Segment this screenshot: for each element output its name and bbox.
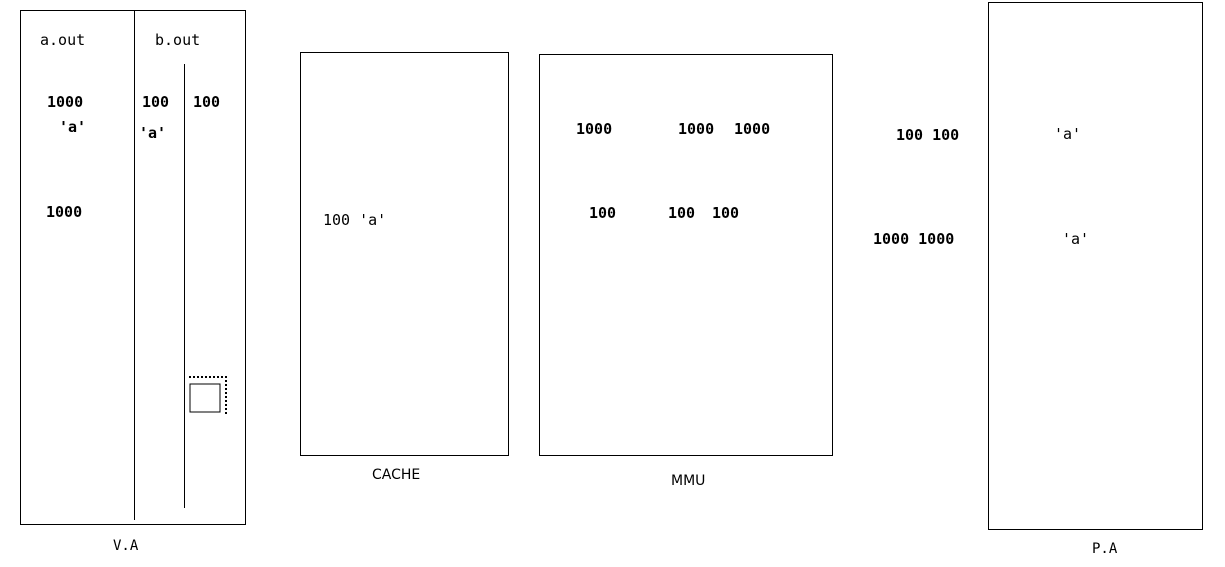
- mmu-row2-right-b: 100: [712, 204, 740, 222]
- dotted-selection-icon: [189, 376, 227, 415]
- b-out-addr-right: 100: [193, 93, 221, 111]
- pa-box: [988, 2, 1203, 530]
- b-out-header: b.out: [155, 31, 201, 49]
- mmu-row1-right-a: 1000: [678, 120, 715, 138]
- b-out-divider: [184, 64, 185, 508]
- cache-entry: 100 'a': [323, 211, 387, 229]
- pa-label-1: 100 100: [896, 126, 960, 144]
- pa-val-1: 'a': [1054, 125, 1082, 143]
- a-out-header: a.out: [40, 31, 86, 49]
- a-out-val-1: 'a': [59, 118, 87, 136]
- va-box: [20, 10, 246, 525]
- b-out-val-left: 'a': [139, 124, 167, 142]
- pa-caption: P.A: [1092, 541, 1118, 557]
- mmu-box: [539, 54, 833, 456]
- mmu-row1-left: 1000: [576, 120, 613, 138]
- a-out-addr-2: 1000: [46, 203, 83, 221]
- mmu-row1-right-b: 1000: [734, 120, 771, 138]
- va-divider: [134, 10, 135, 520]
- cache-caption: CACHE: [372, 467, 421, 483]
- pa-label-2: 1000 1000: [873, 230, 955, 248]
- va-caption: V.A: [113, 538, 139, 554]
- pa-val-2: 'a': [1062, 230, 1090, 248]
- mmu-row2-right-a: 100: [668, 204, 696, 222]
- mmu-row2-left: 100: [589, 204, 617, 222]
- a-out-addr-1: 1000: [47, 93, 84, 111]
- cache-box: [300, 52, 509, 456]
- b-out-addr-left: 100: [142, 93, 170, 111]
- mmu-caption: MMU: [671, 473, 706, 489]
